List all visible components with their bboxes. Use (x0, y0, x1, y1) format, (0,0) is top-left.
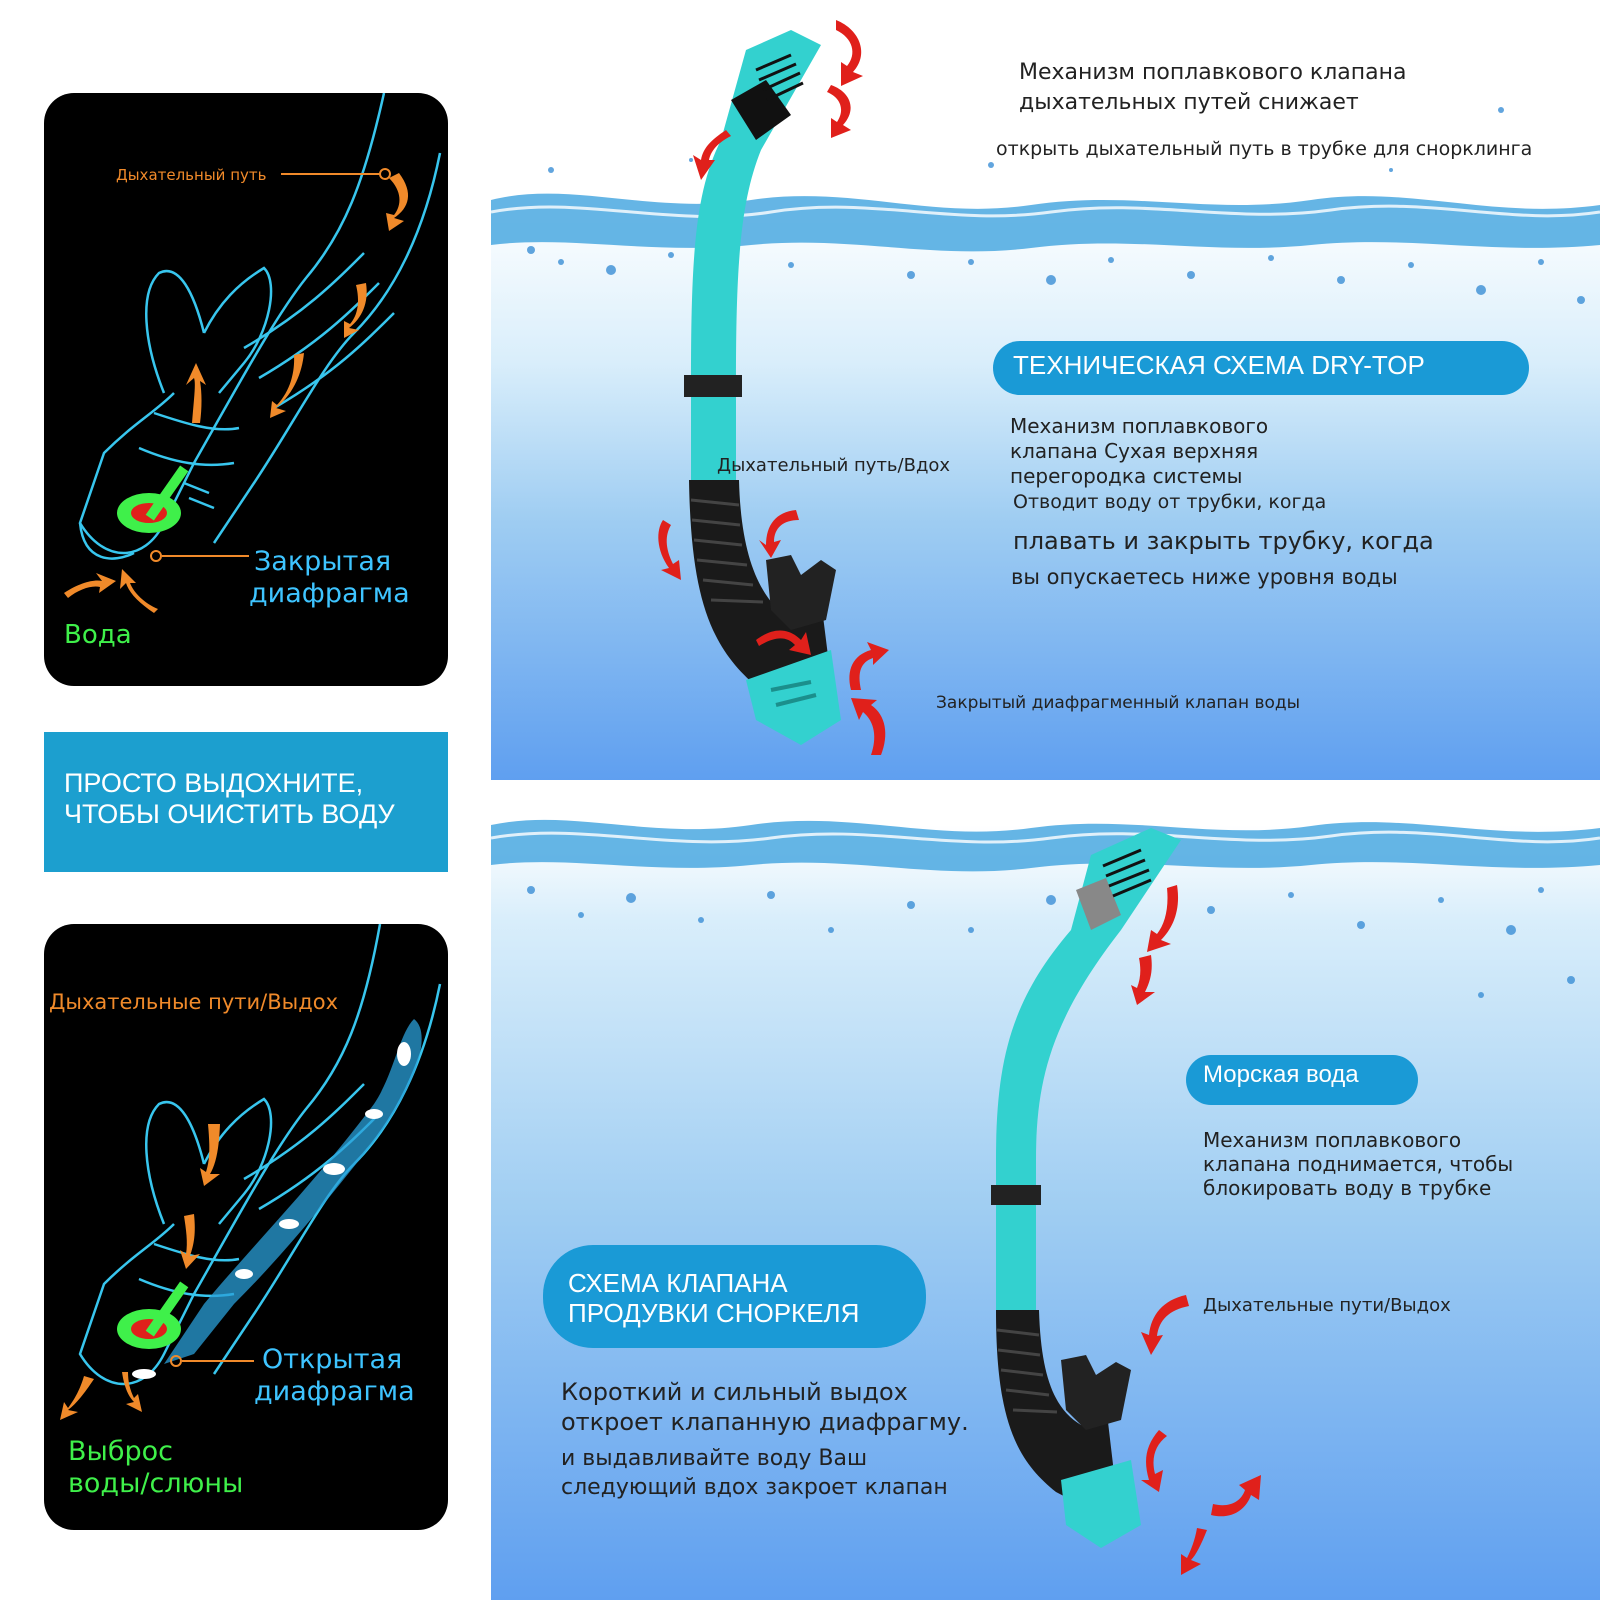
top-heading-line-1: Механизм поплавкового клапана (1019, 60, 1407, 85)
inhale-label: Дыхательный путь/Вдох (717, 455, 951, 476)
purge-label-1: Выброс (68, 1436, 173, 1467)
red-flow-arrow-icon (1131, 885, 1261, 1575)
dry-top-panel: Механизм поплавкового клапана дыхательны… (491, 0, 1600, 780)
banner-line-2: ЧТОБЫ ОЧИСТИТЬ ВОДУ (64, 799, 395, 829)
top-desc-line-1: Механизм поплавкового (1010, 414, 1269, 438)
top-desc-line-5: плавать и закрыть трубку, когда (1013, 527, 1434, 555)
purge-line-3: и выдавливайте воду Ваш (561, 1446, 868, 1471)
top-desc-line-6: вы опускаетесь ниже уровня воды (1011, 565, 1398, 589)
exhale-label: Дыхательные пути/Выдох (1203, 1295, 1451, 1316)
purge-line-2: откроет клапанную диафрагму. (561, 1408, 969, 1436)
open-diaphragm-label-1: Открытая (262, 1344, 402, 1375)
exhale-diagram-card: Дыхательные пути/Выдох Открытая диафрагм… (44, 924, 448, 1530)
water-bubbles-icon (491, 819, 1600, 1600)
sea-water-pill-text: Морская вода (1203, 1061, 1359, 1088)
diaphragm-valve-icon (117, 1281, 189, 1349)
purge-pill-line-2: ПРОДУВКИ СНОРКЕЛЯ (568, 1298, 860, 1328)
exhale-banner: ПРОСТО ВЫДОХНИТЕ, ЧТОБЫ ОЧИСТИТЬ ВОДУ (44, 732, 448, 872)
purge-pill-line-1: СХЕМА КЛАПАНА (568, 1268, 788, 1298)
purge-panel: Морская вода Механизм поплавкового клапа… (491, 780, 1600, 1600)
dry-top-pill-text: ТЕХНИЧЕСКАЯ СХЕМА DRY-TOP (1013, 350, 1425, 380)
dry-top-snorkel-icon (684, 30, 841, 745)
water-bubbles-icon (491, 20, 1600, 780)
open-diaphragm-label-2: диафрагма (254, 1376, 415, 1407)
top-desc-line-3: перегородка системы (1010, 464, 1243, 488)
closed-diaphragm-label-2: диафрагма (249, 578, 410, 609)
banner-title: ПРОСТО ВЫДОХНИТЕ, ЧТОБЫ ОЧИСТИТЬ ВОДУ (64, 768, 395, 830)
bottom-desc-line-1: Механизм поплавкового (1203, 1128, 1462, 1152)
top-desc-line-4: Отводит воду от трубки, когда (1013, 491, 1327, 513)
diaphragm-valve-icon (117, 465, 189, 533)
sea-water-pill: Морская вода (1203, 1061, 1359, 1089)
purge-valve-pill: СХЕМА КЛАПАНА ПРОДУВКИ СНОРКЕЛЯ (568, 1268, 859, 1328)
purge-line-1: Короткий и сильный выдох (561, 1378, 908, 1406)
inhale-diagram-card: Дыхательный путь Закрытая диафрагма Вода (44, 93, 448, 686)
banner-line-1: ПРОСТО ВЫДОХНИТЕ, (64, 768, 364, 798)
bottom-desc-line-2: клапана поднимается, чтобы (1203, 1152, 1514, 1176)
airway-exhale-label: Дыхательные пути/Выдох (49, 990, 338, 1014)
purge-label-2: воды/слюны (68, 1468, 243, 1499)
water-label: Вода (64, 620, 132, 650)
purge-snorkel-icon (991, 828, 1181, 1548)
top-heading-line-3: открыть дыхательный путь в трубке для сн… (996, 138, 1533, 160)
closed-valve-label: Закрытый диафрагменный клапан воды (936, 693, 1301, 713)
closed-diaphragm-label-1: Закрытая (254, 546, 391, 577)
snorkel-outline-icon: Дыхательные пути/Выдох Открытая диафрагм… (49, 924, 442, 1499)
top-desc-line-2: клапана Сухая верхняя (1010, 439, 1259, 463)
purge-line-4: следующий вдох закроет клапан (561, 1475, 948, 1500)
airway-label: Дыхательный путь (116, 166, 266, 184)
bottom-desc-line-3: блокировать воду в трубке (1203, 1176, 1492, 1200)
snorkel-outline-icon: Дыхательный путь Закрытая диафрагма Вода (64, 93, 442, 650)
dry-top-pill: ТЕХНИЧЕСКАЯ СХЕМА DRY-TOP (1013, 350, 1425, 381)
orange-flow-arrow-icon (64, 173, 409, 613)
orange-flow-arrow-icon (60, 1124, 220, 1420)
top-heading-line-2: дыхательных путей снижает (1019, 90, 1359, 115)
red-flow-arrow-icon (658, 20, 889, 755)
